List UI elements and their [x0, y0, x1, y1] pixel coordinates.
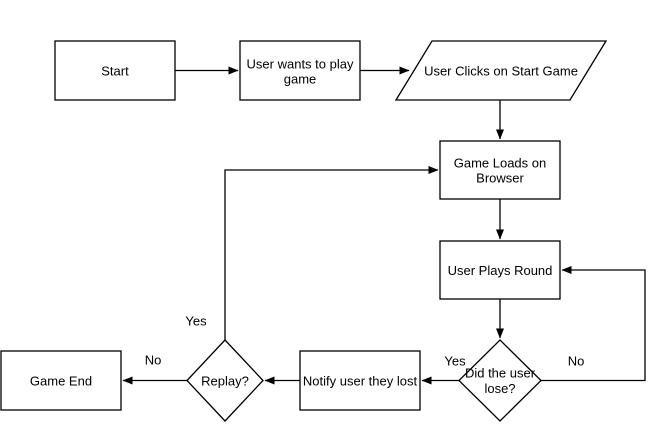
node-game-loads-label-line2: Browser — [476, 171, 524, 186]
node-notify-user-they-lost: Notify user they lost — [299, 350, 421, 411]
node-did-the-user-lose: Did the user lose? — [458, 339, 542, 422]
edge-label-did-lose-yes: Yes — [444, 354, 466, 369]
node-game-end-label: Game End — [30, 374, 92, 389]
node-user-wants-to-play-game: User wants to play game — [239, 40, 361, 101]
node-user-plays-round: User Plays Round — [439, 240, 561, 300]
node-user-clicks-start-game: User Clicks on Start Game — [394, 40, 608, 101]
node-did-lose-label-line2: lose? — [484, 381, 515, 396]
node-replay: Replay? — [186, 339, 264, 422]
node-user-clicks-label: User Clicks on Start Game — [424, 64, 578, 79]
edge-label-replay-no: No — [145, 353, 162, 368]
edge-label-did-lose-no: No — [568, 354, 585, 369]
node-start: Start — [54, 40, 176, 101]
node-notify-label: Notify user they lost — [303, 374, 418, 389]
arrow-did-lose-no-to-user-plays — [541, 266, 646, 382]
node-user-plays-label: User Plays Round — [448, 263, 553, 278]
edge-label-replay-yes: Yes — [185, 314, 207, 329]
node-game-loads-label-line1: Game Loads on — [454, 156, 547, 171]
node-game-loads-on-browser: Game Loads on Browser — [439, 140, 561, 200]
arrow-replay-yes-to-game-loads — [224, 166, 439, 340]
node-did-lose-label-line1: Did the user — [465, 366, 536, 381]
node-start-label: Start — [101, 64, 129, 79]
node-game-end: Game End — [0, 350, 122, 411]
node-user-wants-label-line2: game — [284, 72, 317, 87]
node-replay-label: Replay? — [201, 374, 249, 389]
node-user-wants-label-line1: User wants to play — [247, 57, 354, 72]
